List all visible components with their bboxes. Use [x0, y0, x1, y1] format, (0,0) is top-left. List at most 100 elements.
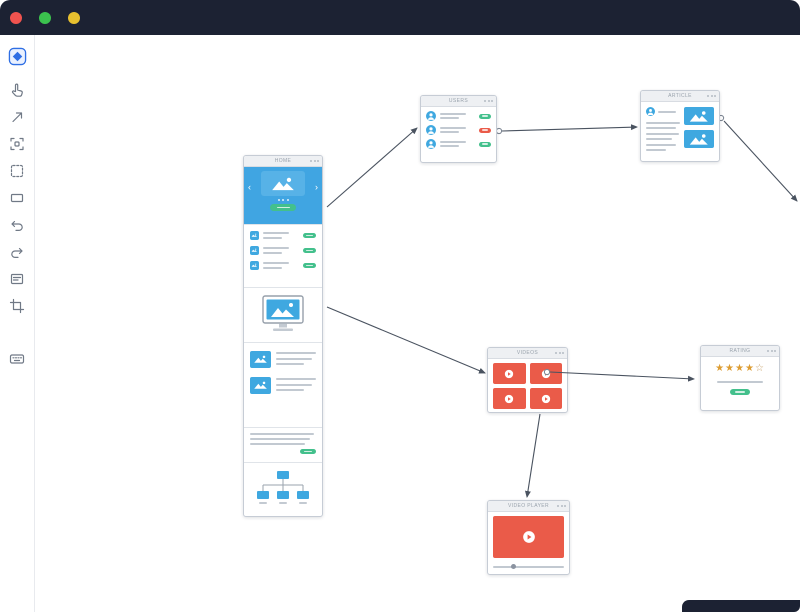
thumb-icon — [250, 246, 259, 255]
card-header: ARTICLE — [641, 91, 719, 102]
card-tool-icon[interactable] — [4, 266, 30, 292]
list-item — [250, 246, 316, 255]
video-screen — [493, 516, 564, 558]
window-dots-icon — [707, 95, 716, 97]
avatar-icon — [646, 107, 655, 116]
hero-carousel-section: ‹ › — [244, 167, 322, 224]
empty-star-icon: ☆ — [754, 363, 765, 374]
media-list-section — [244, 342, 322, 427]
card-title: HOME — [274, 157, 292, 164]
carousel-next-icon: › — [315, 182, 318, 192]
card-header: VIDEO PLAYER — [488, 501, 569, 512]
sitemap-icon — [257, 471, 309, 504]
users-wireframe-card[interactable]: USERS — [420, 95, 497, 163]
card-title: USERS — [448, 97, 469, 104]
user-row — [426, 125, 491, 135]
list-section — [244, 224, 322, 287]
media-item — [250, 351, 316, 368]
minimize-window-button[interactable] — [68, 11, 80, 24]
card-header: VIDEOS — [488, 348, 567, 359]
filled-stars-icon: ★★★★ — [715, 363, 755, 374]
app-logo-icon[interactable] — [4, 43, 30, 69]
image-placeholder-icon — [684, 107, 714, 125]
star-rating: ★★★★☆ — [715, 364, 765, 374]
window-titlebar — [0, 0, 800, 35]
image-placeholder-icon — [261, 171, 305, 196]
card-header: HOME — [244, 156, 322, 167]
connector-monitor-to-videos — [326, 306, 486, 374]
tool-sidebar — [0, 35, 35, 612]
connector-article-to-offscreen — [723, 120, 798, 202]
avatar-icon — [426, 111, 436, 121]
carousel-prev-icon: ‹ — [248, 182, 251, 192]
image-placeholder-icon — [250, 377, 271, 394]
video-thumb — [529, 363, 562, 384]
window-dots-icon — [557, 505, 566, 507]
connector-hero-to-users — [326, 127, 418, 208]
button-placeholder — [303, 248, 316, 253]
close-window-button[interactable] — [10, 11, 22, 24]
play-icon — [541, 369, 550, 378]
bottom-dock — [682, 600, 800, 612]
video-thumb — [493, 363, 526, 384]
redo-icon[interactable] — [4, 239, 30, 265]
rating-wireframe-card[interactable]: RATING ★★★★☆ — [700, 345, 780, 411]
window-dots-icon — [310, 160, 319, 162]
keyboard-shortcuts-icon[interactable] — [4, 346, 30, 372]
connector-users-to-article — [501, 124, 638, 132]
play-icon — [522, 531, 535, 543]
card-header: USERS — [421, 96, 496, 107]
progress-bar — [493, 564, 564, 569]
media-item — [250, 377, 316, 394]
image-placeholder-icon — [250, 351, 271, 368]
button-placeholder — [479, 113, 491, 119]
list-item — [250, 261, 316, 270]
play-icon — [505, 394, 514, 403]
connector-videos-to-player — [524, 413, 541, 498]
thumb-icon — [250, 261, 259, 270]
submit-button-placeholder — [730, 389, 750, 395]
frame-tool-icon[interactable] — [4, 293, 30, 319]
sitemap-section — [244, 462, 322, 519]
canvas[interactable]: HOME ‹ › — [35, 35, 800, 612]
article-wireframe-card[interactable]: ARTICLE — [640, 90, 720, 162]
user-row — [426, 139, 491, 149]
marquee-tool-icon[interactable] — [4, 158, 30, 184]
scrubber-knob — [511, 564, 517, 569]
connector-socket — [495, 127, 503, 135]
video-thumb — [493, 388, 526, 409]
text-section — [244, 427, 322, 462]
video-thumb — [529, 388, 562, 409]
thumb-icon — [250, 231, 259, 240]
card-title: VIDEO PLAYER — [507, 502, 550, 509]
connector-videos-to-rating — [549, 371, 695, 382]
fullscreen-window-button[interactable] — [39, 11, 51, 24]
image-placeholder-icon — [684, 130, 714, 148]
cta-button-placeholder — [270, 204, 296, 211]
play-icon — [505, 369, 514, 378]
card-header: RATING — [701, 346, 779, 357]
card-title: ARTICLE — [668, 92, 692, 99]
undo-icon[interactable] — [4, 212, 30, 238]
select-corners-tool-icon[interactable] — [4, 131, 30, 157]
home-wireframe-card[interactable]: HOME ‹ › — [243, 155, 323, 517]
button-placeholder — [303, 233, 316, 238]
carousel-dots — [277, 199, 289, 201]
monitor-icon — [262, 295, 304, 331]
button-placeholder — [303, 263, 316, 268]
video-player-wireframe-card[interactable]: VIDEO PLAYER — [487, 500, 570, 575]
button-placeholder — [300, 449, 316, 454]
card-title: VIDEOS — [516, 349, 539, 356]
videos-wireframe-card[interactable]: VIDEOS — [487, 347, 568, 413]
button-placeholder — [479, 127, 491, 133]
text-placeholder — [717, 381, 763, 383]
avatar-icon — [426, 125, 436, 135]
shape-tool-icon[interactable] — [4, 185, 30, 211]
window-dots-icon — [484, 100, 493, 102]
user-row — [426, 111, 491, 121]
pointer-tool-icon[interactable] — [4, 77, 30, 103]
button-placeholder — [479, 141, 491, 147]
connector-tool-icon[interactable] — [4, 104, 30, 130]
list-item — [250, 231, 316, 240]
